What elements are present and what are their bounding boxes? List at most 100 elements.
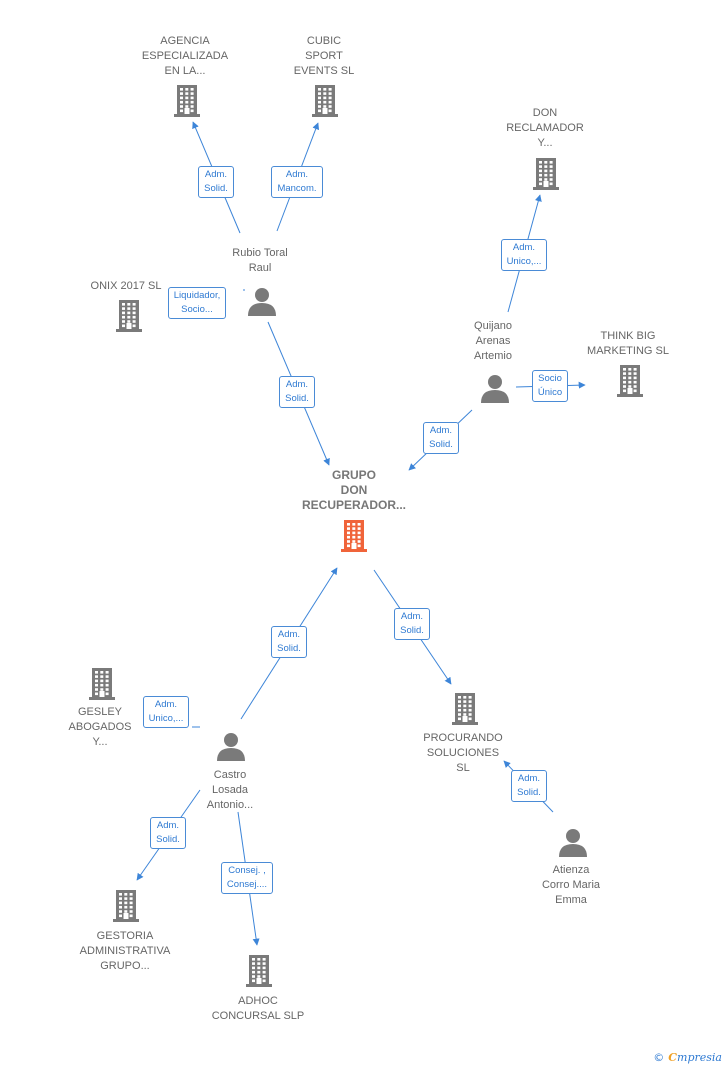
- node-label-line: CONCURSAL SLP: [211, 1010, 305, 1022]
- node-label-gestoria[interactable]: GESTORIA ADMINISTRATIVA GRUPO...: [65, 929, 185, 974]
- node-label-line: Quijano: [474, 320, 512, 332]
- node-label-line: AGENCIA: [160, 35, 210, 47]
- edge-label-line: Solid.: [156, 834, 180, 845]
- edge-label-line: Socio: [538, 373, 562, 384]
- node-label-line: Arenas: [475, 335, 511, 347]
- edge-label-rubio-agencia[interactable]: Adm. Solid.: [198, 166, 234, 198]
- node-label-cubic[interactable]: CUBIC SPORT EVENTS SL: [264, 34, 384, 79]
- node-label-line: Antonio...: [206, 799, 254, 811]
- edge-label-castro-grupo[interactable]: Adm. Solid.: [271, 626, 307, 658]
- edge-label-line: Unico,...: [148, 713, 184, 724]
- building-icon[interactable]: [452, 693, 478, 725]
- node-label-line: ONIX 2017 SL: [90, 280, 162, 292]
- node-label-line: Y...: [92, 736, 108, 748]
- edge-label-quijano-reclamador[interactable]: Adm. Unico,...: [500, 239, 548, 271]
- edge-label-castro-gestoria[interactable]: Adm. Solid.: [150, 817, 186, 849]
- logo-text: mpresia: [677, 1051, 722, 1064]
- edge-label-rubio-grupo[interactable]: Adm. Solid.: [279, 376, 315, 408]
- edge-label-line: Solid.: [204, 183, 228, 194]
- node-label-line: RECLAMADOR: [506, 122, 584, 134]
- node-label-line: Artemio: [474, 350, 512, 362]
- person-icon[interactable]: [217, 733, 245, 761]
- person-icon[interactable]: [248, 288, 276, 316]
- copyright-icon: ©: [653, 1051, 665, 1064]
- edge-label-line: Adm.: [204, 169, 228, 180]
- node-label-line: GESTORIA: [96, 930, 154, 942]
- edge-label-line: Adm.: [429, 425, 453, 436]
- edge-label-line: Mancom.: [277, 183, 317, 194]
- edge-label-line: Solid.: [277, 643, 301, 654]
- node-label-reclamador[interactable]: DON RECLAMADOR Y...: [485, 106, 605, 151]
- building-icon[interactable]: [89, 668, 115, 700]
- node-label-line: Y...: [537, 137, 553, 149]
- building-icon[interactable]: [312, 85, 338, 117]
- node-label-line: Raul: [248, 262, 272, 274]
- building-icon[interactable]: [246, 955, 272, 987]
- building-icon[interactable]: [174, 85, 200, 117]
- building-icon[interactable]: [617, 365, 643, 397]
- node-label-line: CUBIC: [306, 35, 342, 47]
- node-label-line: EN LA...: [164, 65, 206, 77]
- node-label-line: THINK BIG: [600, 330, 656, 342]
- node-label-line: ADMINISTRATIVA: [79, 945, 171, 957]
- edge-label-castro-gesley[interactable]: Adm.Unico,...: [142, 696, 190, 728]
- edge-label-line: Consej....: [226, 879, 268, 890]
- edge-label-line: Liquidador,: [173, 290, 221, 301]
- node-label-line: GESLEY: [77, 706, 123, 718]
- node-label-line: DON: [340, 483, 368, 497]
- edge-label-line: Socio...: [181, 304, 213, 315]
- edge-label-line: Adm.: [156, 820, 180, 831]
- edge-label-line: Solid.: [285, 393, 309, 404]
- building-icon[interactable]: [113, 890, 139, 922]
- person-icon[interactable]: [559, 829, 587, 857]
- edge-label-line: Adm.: [277, 629, 301, 640]
- edge-label-line: Consej. ,: [228, 865, 266, 876]
- node-label-line: SL: [456, 762, 470, 774]
- node-label-line: Corro Maria: [541, 879, 601, 891]
- node-label-line: EVENTS SL: [293, 65, 355, 77]
- node-label-onix[interactable]: ONIX 2017 SL: [66, 279, 186, 294]
- edge-label-grupo-procurando[interactable]: Adm. Solid.: [394, 608, 430, 640]
- node-label-line: RECUPERADOR...: [301, 498, 406, 512]
- node-label-line: Castro: [213, 769, 247, 781]
- building-icon[interactable]: [533, 158, 559, 190]
- node-label-line: GRUPO...: [100, 960, 150, 972]
- node-label-line: SPORT: [305, 50, 343, 62]
- edge-label-line: Adm.: [400, 611, 424, 622]
- edge-label-castro-adhoc[interactable]: Consej. , Consej....: [220, 862, 274, 894]
- edge-label-line: Adm.: [512, 242, 536, 253]
- edge-label-rubio-cubic[interactable]: Adm.Mancom.: [271, 166, 323, 198]
- node-label-line: DON: [532, 107, 558, 119]
- edge-label-line: Adm.: [285, 379, 309, 390]
- edge-label-line: Solid.: [517, 787, 541, 798]
- person-icon[interactable]: [481, 375, 509, 403]
- node-label-line: Atienza: [552, 864, 590, 876]
- empresia-logo[interactable]: ©Cmpresia: [653, 1051, 722, 1064]
- edge-label-line: Solid.: [429, 439, 453, 450]
- edge-label-line: Adm.: [517, 773, 541, 784]
- edge-label-line: Solid.: [400, 625, 424, 636]
- node-label-line: SOLUCIONES: [426, 747, 500, 759]
- edge-label-quijano-grupo[interactable]: Adm. Solid.: [423, 422, 459, 454]
- node-label-line: Losada: [211, 784, 249, 796]
- node-label-adhoc[interactable]: ADHOC CONCURSAL SLP: [198, 994, 318, 1024]
- building-icon[interactable]: [341, 520, 367, 552]
- edge-label-rubio-onix[interactable]: Liquidador, Socio...: [167, 287, 227, 319]
- edge-label-line: Unico,...: [506, 256, 542, 267]
- building-icon[interactable]: [116, 300, 142, 332]
- edge-label-atienza-procurando[interactable]: Adm. Solid.: [511, 770, 547, 802]
- node-label-line: ADHOC: [238, 995, 278, 1007]
- logo-initial: C: [668, 1051, 678, 1064]
